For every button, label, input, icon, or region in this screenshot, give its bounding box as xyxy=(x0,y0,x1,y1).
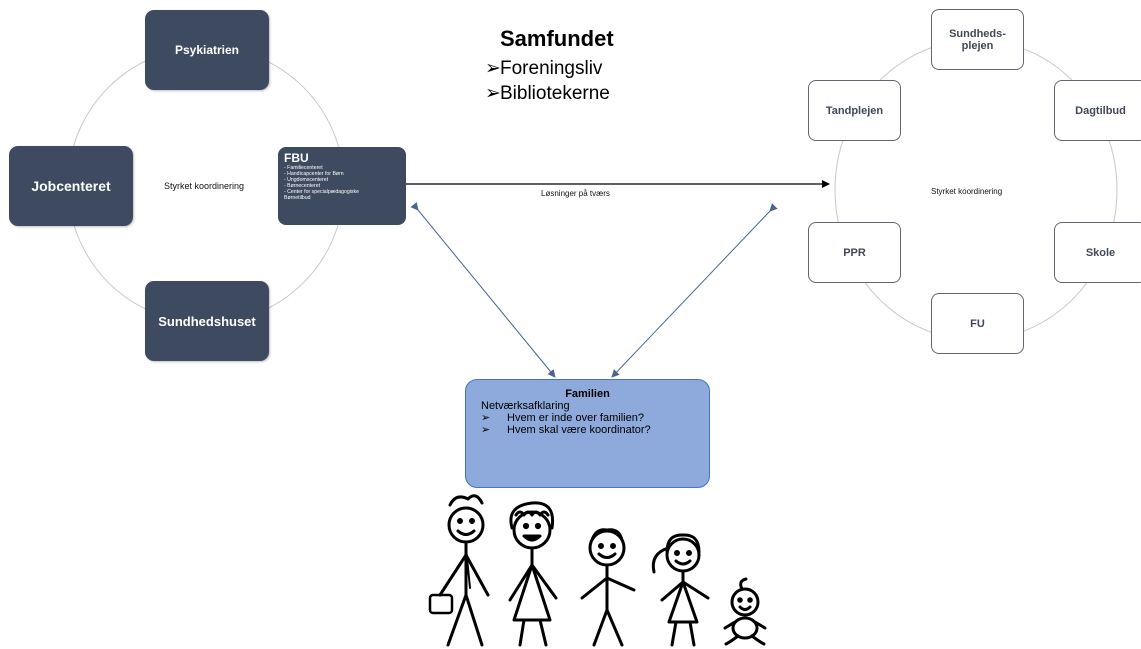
samfundet-item-foreningsliv: ➢Foreningsliv xyxy=(485,58,603,79)
dagtilbud-box: Dagtilbud xyxy=(1054,80,1141,141)
fbu-list: - Familiecenteret - Handicapcenter for B… xyxy=(284,165,400,201)
cross-solutions-label: Løsninger på tværs xyxy=(541,189,610,198)
sundhedshuset-box: Sundhedshuset xyxy=(145,281,269,361)
fbu-box: FBU - Familiecenteret - Handicapcenter f… xyxy=(278,147,406,225)
tandplejen-box: Tandplejen xyxy=(808,80,901,141)
sundhedsplejen-line2: plejen xyxy=(961,39,994,52)
familien-subtitle: Netværksafklaring xyxy=(481,400,570,412)
fbu-item: - Handicapcenter for Børn xyxy=(284,171,344,177)
arrow-bullet-icon: ➢ xyxy=(485,83,501,104)
fbu-item: - Center for specialpædagogiske xyxy=(284,189,359,195)
familien-box: Familien Netværksafklaring ➢ Hvem er ind… xyxy=(465,379,710,488)
family-illustration xyxy=(428,494,767,647)
psykiatrien-box: Psykiatrien xyxy=(145,10,269,90)
fbu-item: Børnetilbud xyxy=(284,195,311,201)
samfundet-title: Samfundet xyxy=(500,26,614,51)
fbu-item: - Ungdomscenteret xyxy=(284,177,329,183)
arrow-bullet-icon: ➢ xyxy=(485,58,501,79)
left-family-arrow xyxy=(410,202,556,378)
right-coordination-label: Styrket koordinering xyxy=(931,187,1003,196)
ppr-box: PPR xyxy=(808,222,901,283)
fbu-item: - Børnecenteret xyxy=(284,183,321,189)
boy-figure xyxy=(580,528,636,647)
father-figure xyxy=(428,494,490,647)
arrow-bullet-icon: ➢ xyxy=(481,424,491,436)
familien-bullet: ➢ Hvem er inde over familien? xyxy=(481,412,644,424)
familien-title: Familien xyxy=(565,388,610,400)
fbu-item: - Familiecenteret xyxy=(284,165,323,171)
samfundet-item-bibliotekerne: ➢Bibliotekerne xyxy=(485,83,610,104)
jobcenteret-box: Jobcenteret xyxy=(9,146,133,226)
right-family-arrow xyxy=(611,203,778,378)
arrow-bullet-icon: ➢ xyxy=(481,412,491,424)
skole-box: Skole xyxy=(1054,222,1141,283)
girl-figure xyxy=(651,533,710,647)
sundhedsplejen-box: Sundheds- plejen xyxy=(931,9,1024,70)
mother-figure xyxy=(508,501,558,647)
familien-bullet: ➢ Hvem skal være koordinator? xyxy=(481,424,651,436)
fbu-title: FBU xyxy=(284,151,309,165)
baby-figure xyxy=(723,577,767,646)
left-coordination-label: Styrket koordinering xyxy=(164,181,245,191)
fu-box: FU xyxy=(931,293,1024,354)
sundhedsplejen-line1: Sundheds- xyxy=(949,27,1006,40)
